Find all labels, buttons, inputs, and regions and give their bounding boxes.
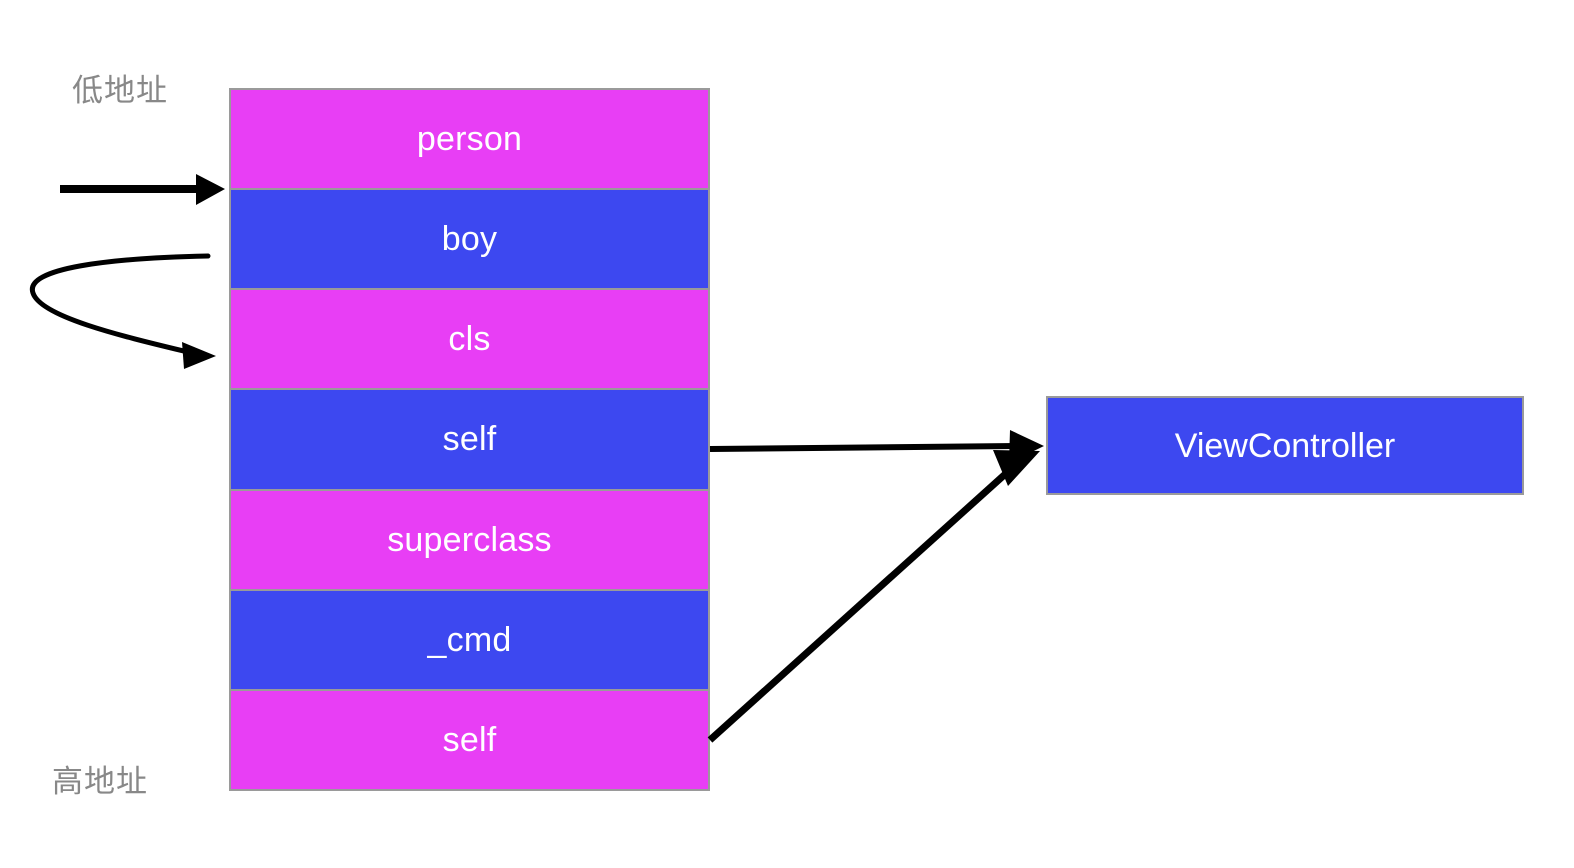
stack-row-cmd: _cmd <box>231 590 708 691</box>
stack-row-self-lower: self <box>231 690 708 789</box>
viewcontroller-label: ViewController <box>1174 426 1396 465</box>
stack-frame: person boy cls self superclass _cmd self <box>229 88 710 791</box>
stack-row-person: person <box>231 90 708 191</box>
low-address-label: 低地址 <box>72 73 168 109</box>
low-address-pointer-arrow <box>60 174 225 205</box>
stack-cell-label: boy <box>441 220 498 259</box>
stack-cell-label: person <box>416 120 523 159</box>
bottom-self-to-viewcontroller-arrow <box>707 450 1040 743</box>
stack-cell-label: cls <box>448 320 491 359</box>
stack-row-superclass: superclass <box>231 490 708 591</box>
high-address-label: 高地址 <box>52 764 148 800</box>
stack-cell-label: self <box>442 420 497 459</box>
stack-row-cls: cls <box>231 290 708 391</box>
curved-swap-arrow <box>29 253 216 369</box>
stack-cell-label: _cmd <box>427 620 512 659</box>
viewcontroller-box: ViewController <box>1046 396 1524 495</box>
stack-row-boy: boy <box>231 190 708 291</box>
self-to-viewcontroller-arrow <box>709 430 1044 463</box>
stack-cell-label: superclass <box>387 520 552 559</box>
stack-cell-label: self <box>442 720 497 759</box>
stack-row-self-upper: self <box>231 390 708 491</box>
